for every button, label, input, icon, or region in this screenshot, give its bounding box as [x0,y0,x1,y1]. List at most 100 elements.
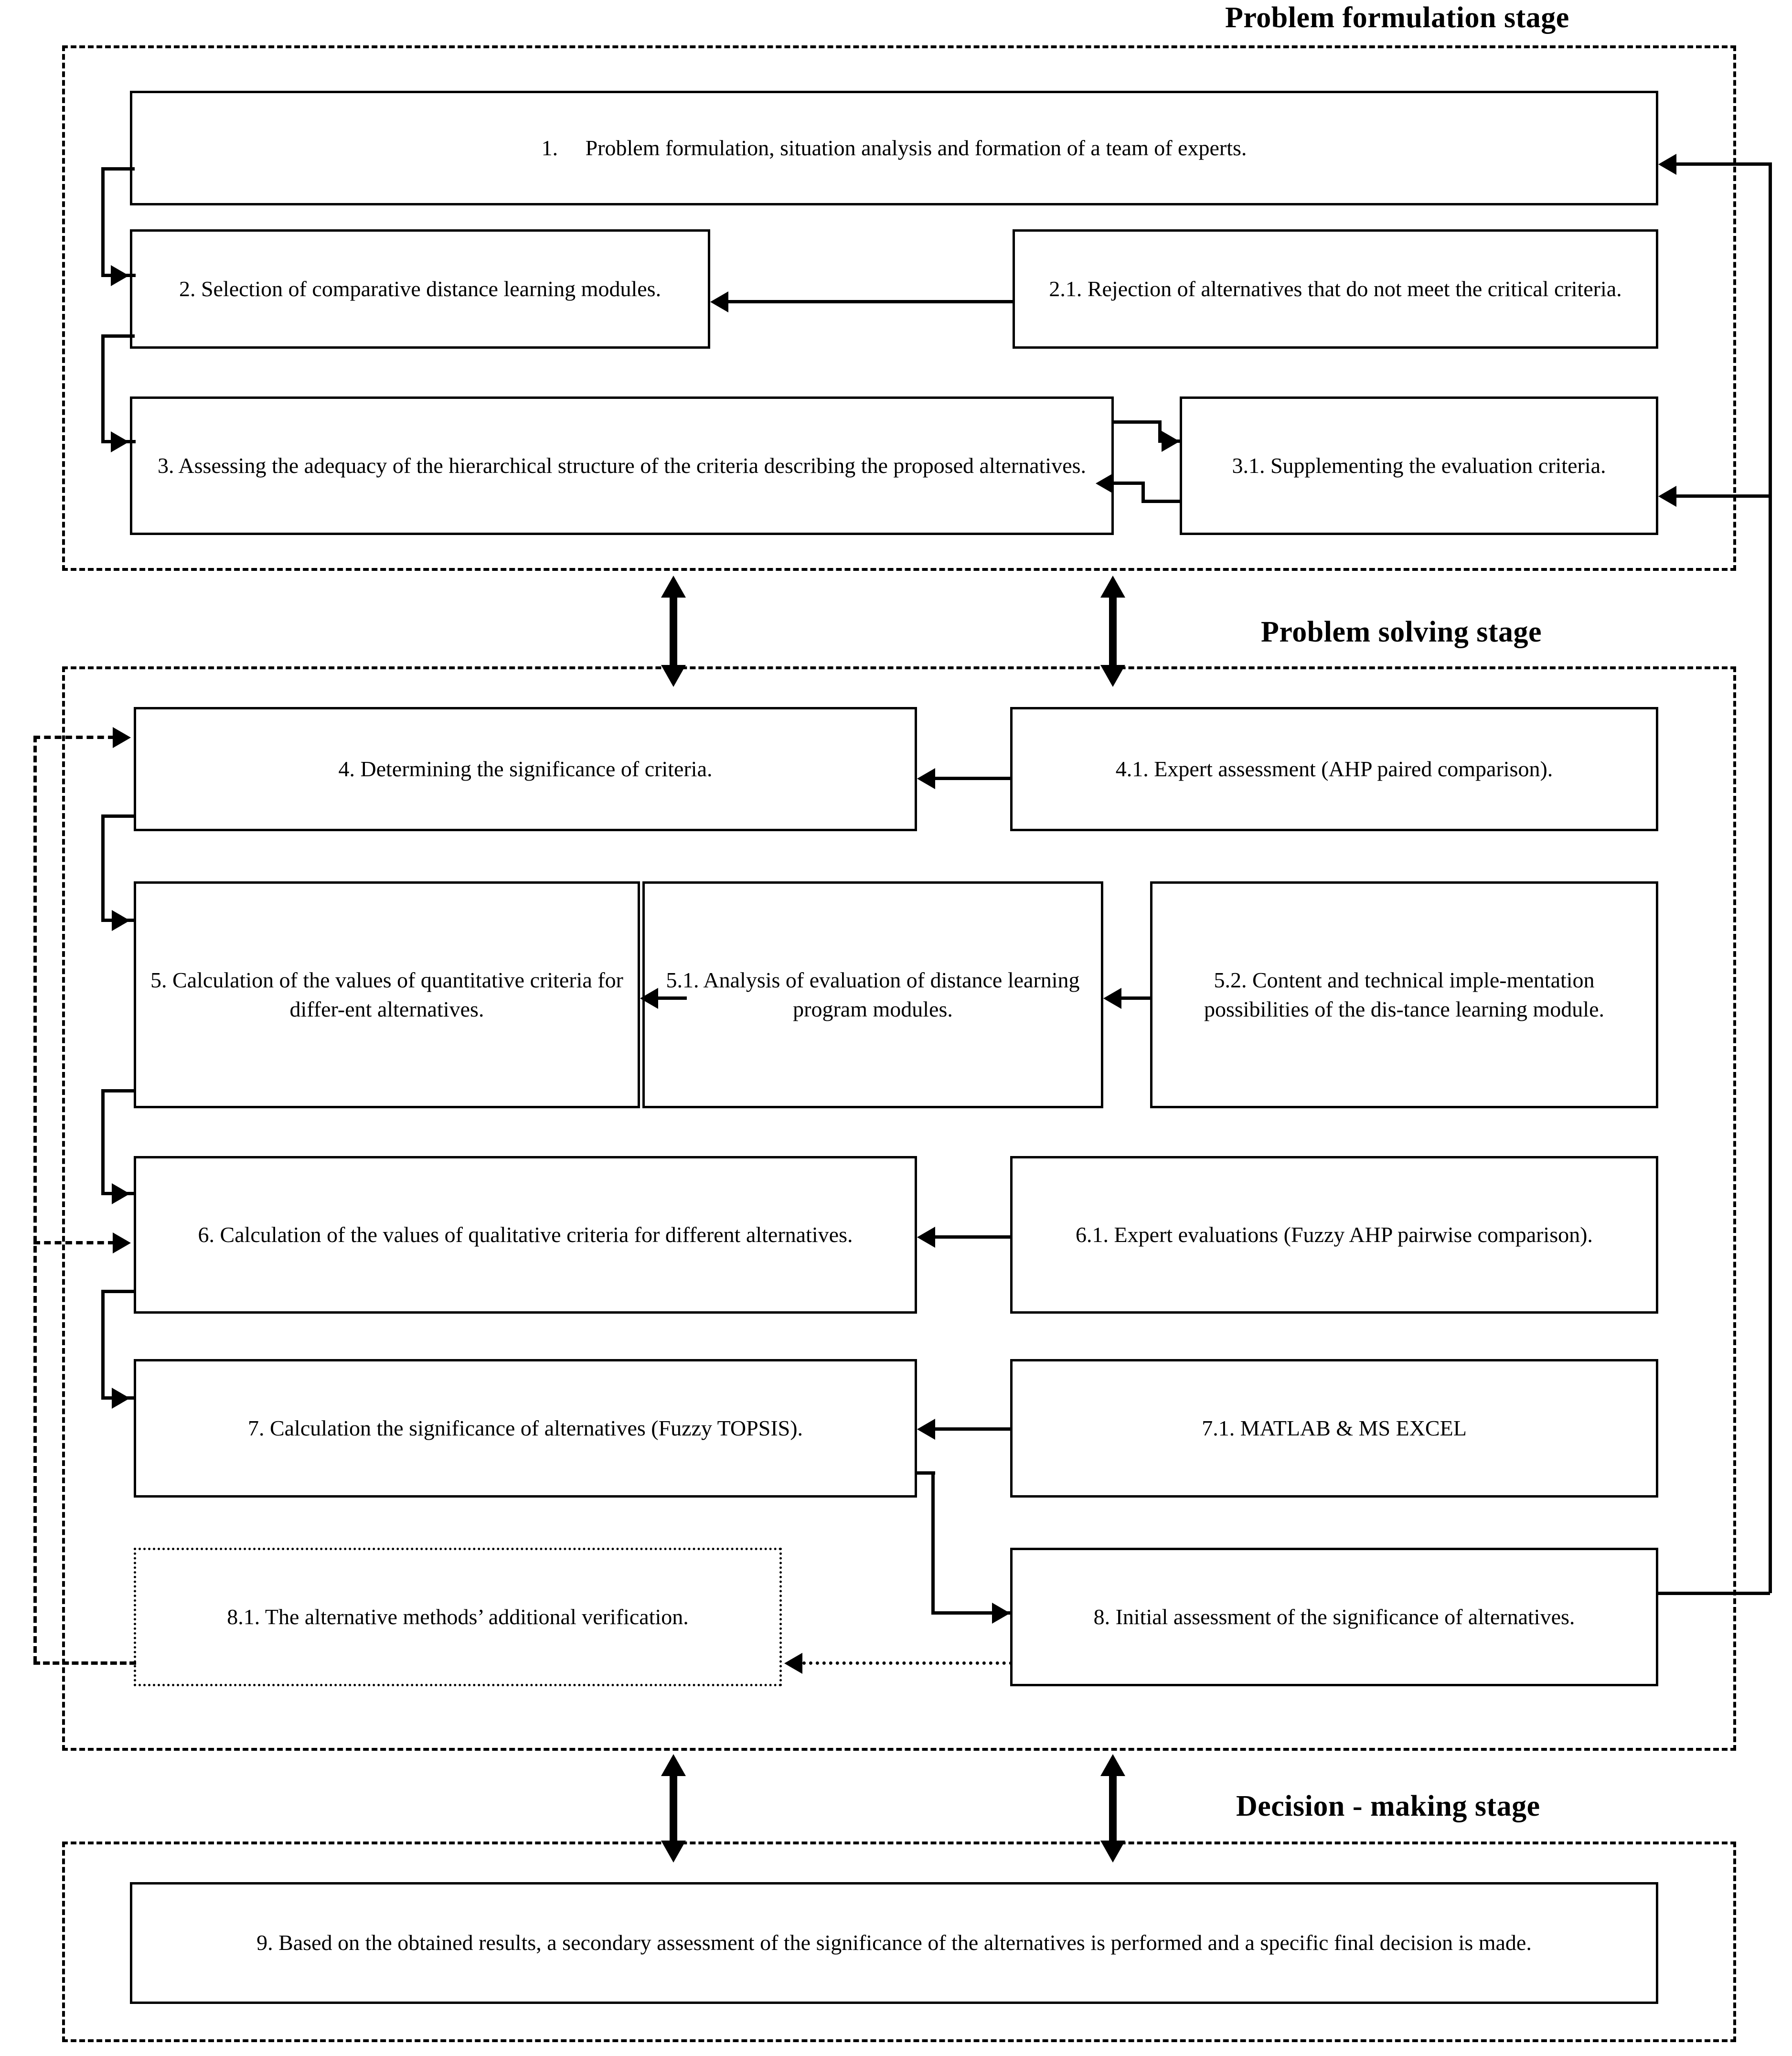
box-8-1-label: 8.1. The alternative methods’ additional… [227,1604,689,1629]
arrowhead-right-icon [113,1232,131,1253]
edge-7-to-8-seg-left [916,1471,935,1475]
box-8-label: 8. Initial assessment of the significanc… [1093,1604,1575,1629]
box-9[interactable]: 9. Based on the obtained results, a seco… [130,1882,1658,2004]
arrowhead-left-icon [917,1419,935,1440]
box-7-label: 7. Calculation the significance of alter… [247,1415,803,1440]
stage-label-problem-formulation: Problem formulation stage [1225,1,1569,34]
box-6[interactable]: 6. Calculation of the values of qualitat… [134,1156,917,1314]
edge-8-to-1-seg [1676,162,1772,166]
edge-8-1-to-4-seg [33,736,115,739]
box-1-label: 1. Problem formulation, situation analys… [541,135,1247,160]
box-5-1[interactable]: 5.1. Analysis of evaluation of distance … [642,881,1103,1108]
edge-6-to-7-seg2 [101,1290,105,1400]
arrowhead-right-icon [112,1183,130,1204]
edge-5-2-to-5-1 [1121,996,1151,1000]
box-3-1[interactable]: 3.1. Supplementing the evaluation criter… [1180,396,1658,535]
box-5-2-label: 5.2. Content and technical imple-mentati… [1204,967,1605,1021]
edge-8-to-3-1-seg [1676,494,1772,498]
edge-right-rail [1769,162,1772,1593]
box-4-1[interactable]: 4.1. Expert assessment (AHP paired compa… [1010,707,1658,831]
box-5-1-label: 5.1. Analysis of evaluation of distance … [666,967,1080,1021]
edge-1-to-2-seg2 [101,167,105,277]
arrowhead-up-icon [1100,1754,1125,1776]
stage-connector-2-shaft [1109,597,1117,666]
box-8[interactable]: 8. Initial assessment of the significanc… [1010,1548,1658,1686]
edge-2-to-3-seg2 [101,334,105,443]
box-3-1-label: 3.1. Supplementing the evaluation criter… [1232,453,1606,478]
box-6-1[interactable]: 6.1. Expert evaluations (Fuzzy AHP pairw… [1010,1156,1658,1314]
box-1[interactable]: 1. Problem formulation, situation analys… [130,91,1658,205]
edge-2-1-to-2 [728,300,1013,303]
edge-4-to-5-seg1 [101,814,136,818]
edge-8-1-rail-vertical [33,736,37,1663]
stage-connector-4-shaft [1109,1775,1117,1842]
box-5-2[interactable]: 5.2. Content and technical imple-mentati… [1150,881,1658,1108]
box-4-label: 4. Determining the significance of crite… [338,756,713,781]
box-2[interactable]: 2. Selection of comparative distance lea… [130,229,710,349]
edge-5-1-to-5 [658,996,687,1000]
box-7-1[interactable]: 7.1. MATLAB & MS EXCEL [1010,1359,1658,1498]
edge-7-1-to-7 [935,1427,1012,1431]
box-7-1-label: 7.1. MATLAB & MS EXCEL [1202,1415,1467,1440]
box-2-label: 2. Selection of comparative distance lea… [179,276,661,301]
stage-container-problem-formulation [62,45,1736,571]
arrowhead-right-icon [113,727,131,748]
box-5[interactable]: 5. Calculation of the values of quantita… [134,881,640,1108]
arrowhead-left-icon [1658,154,1676,175]
arrowhead-left-icon [1658,486,1676,507]
arrowhead-right-icon [112,910,130,931]
arrowhead-right-icon [992,1603,1010,1624]
edge-6-1-to-6 [935,1235,1012,1239]
arrowhead-right-icon [111,265,129,286]
box-7[interactable]: 7. Calculation the significance of alter… [134,1359,917,1498]
arrowhead-left-icon [1103,988,1121,1009]
edge-3-to-3-1-seg1 [1114,420,1162,424]
box-3-label: 3. Assessing the adequacy of the hierarc… [157,453,1087,478]
arrowhead-up-icon [1100,576,1125,598]
arrowhead-left-icon [917,1227,935,1248]
box-2-1-label: 2.1. Rejection of alternatives that do n… [1049,276,1622,301]
stage-connector-1-shaft [670,597,677,666]
box-4[interactable]: 4. Determining the significance of crite… [134,707,917,831]
arrowhead-right-icon [1162,431,1180,452]
edge-8-to-8-1 [802,1661,1013,1665]
edge-3-1-to-3-seg1 [1141,500,1180,503]
box-9-label: 9. Based on the obtained results, a seco… [256,1930,1532,1955]
stage-container-problem-solving [62,666,1736,1751]
arrowhead-left-icon [917,768,935,789]
box-6-1-label: 6.1. Expert evaluations (Fuzzy AHP pairw… [1076,1222,1593,1247]
edge-4-1-to-4 [935,777,1012,780]
edge-2-to-3-seg1 [101,334,135,338]
box-6-label: 6. Calculation of the values of qualitat… [198,1222,853,1247]
edge-5-to-6-seg1 [101,1089,136,1092]
box-4-1-label: 4.1. Expert assessment (AHP paired compa… [1115,756,1553,781]
edge-3-1-to-3-seg3 [1114,482,1143,485]
edge-8-1-rail-bottom [33,1661,136,1665]
edge-6-to-7-seg1 [101,1290,136,1293]
arrowhead-left-icon [1096,473,1114,494]
stage-label-decision-making: Decision - making stage [1236,1790,1540,1822]
box-5-label: 5. Calculation of the values of quantita… [150,967,623,1021]
box-3[interactable]: 3. Assessing the adequacy of the hierarc… [130,396,1114,535]
edge-3-to-3-1-seg2 [1158,420,1162,443]
edge-1-to-2-seg1 [101,167,135,171]
edge-7-to-8-seg1 [931,1471,935,1615]
edge-8-to-right-rail [1657,1592,1770,1595]
arrowhead-right-icon [112,1388,130,1409]
arrowhead-left-icon [710,291,728,312]
stage-label-problem-solving: Problem solving stage [1261,616,1542,648]
box-2-1[interactable]: 2.1. Rejection of alternatives that do n… [1013,229,1658,349]
edge-3-1-to-3-seg2 [1141,482,1145,503]
stage-connector-3-shaft [670,1775,677,1842]
arrowhead-left-icon [784,1653,802,1674]
edge-8-1-to-6-seg [33,1241,115,1244]
edge-7-to-8-seg2 [931,1611,1010,1615]
arrowhead-left-icon [640,988,658,1009]
box-8-1[interactable]: 8.1. The alternative methods’ additional… [134,1548,782,1686]
edge-5-to-6-seg2 [101,1089,105,1195]
stage-container-decision-making [62,1842,1736,2042]
edge-4-to-5-seg2 [101,814,105,922]
arrowhead-up-icon [661,576,686,598]
arrowhead-up-icon [661,1754,686,1776]
